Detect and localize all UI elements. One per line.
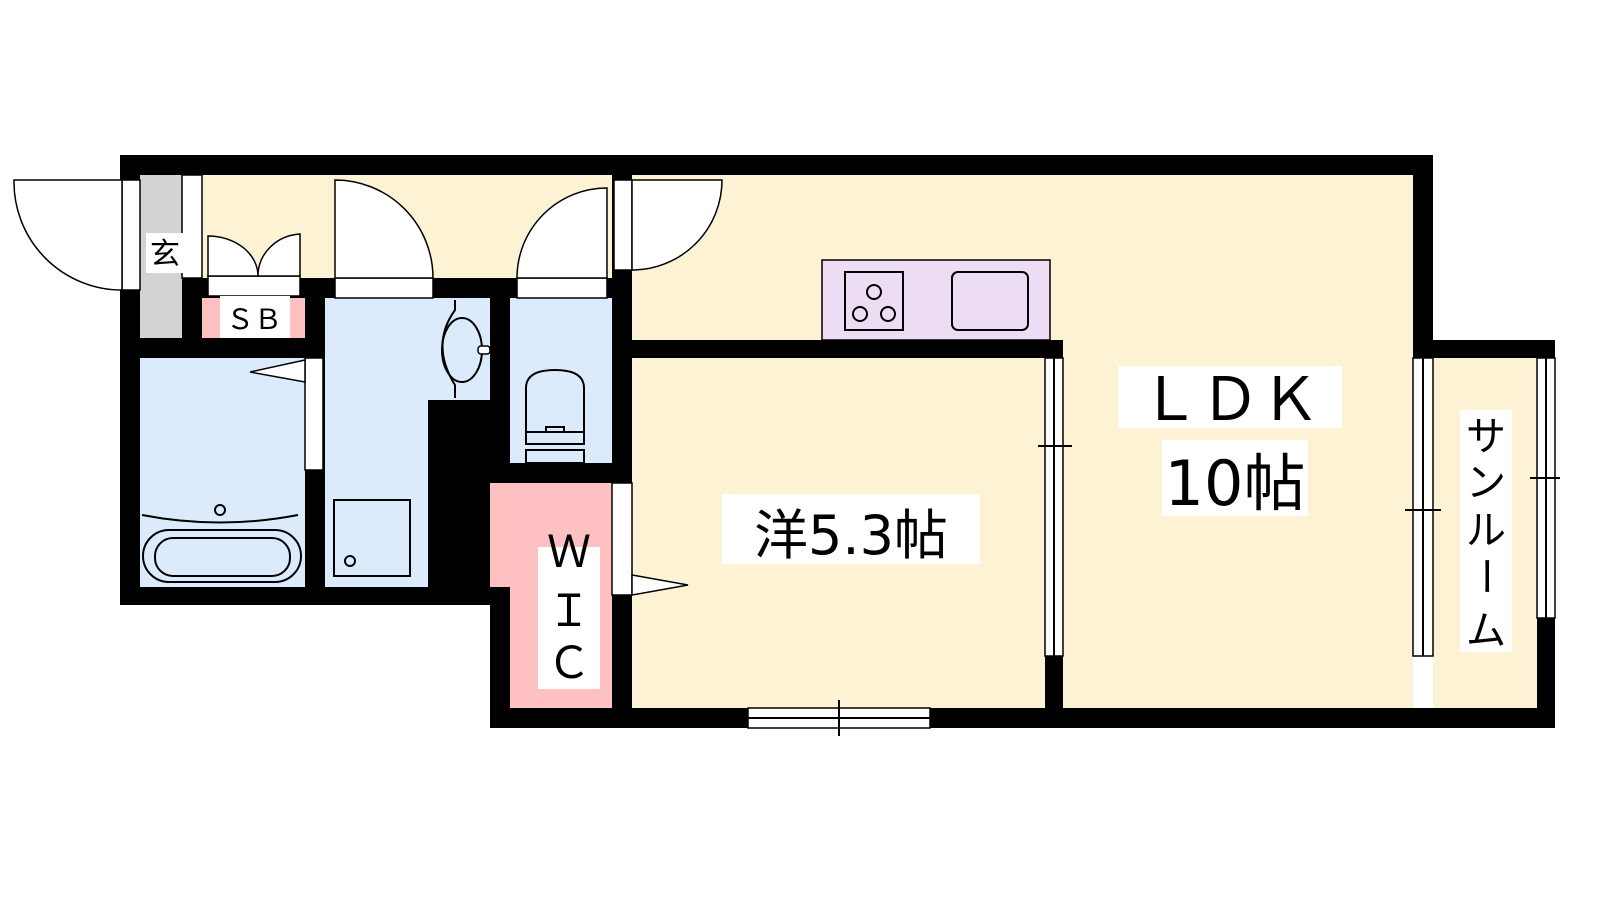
entrance-door-swing[interactable]	[13, 179, 123, 291]
shoe-box-label: ＳＢ	[226, 303, 282, 336]
stove-icon	[844, 271, 904, 331]
shoe-box-door-right[interactable]	[257, 233, 301, 277]
genkan-label: 玄	[150, 237, 180, 272]
toilet-icon	[525, 368, 585, 433]
genkan-step	[181, 174, 203, 279]
washroom-door-frame[interactable]	[334, 277, 434, 299]
entrance-door-frame[interactable]	[121, 179, 141, 291]
bath-door-swing	[249, 359, 306, 383]
washing-machine-pan-icon	[333, 499, 411, 577]
ldk-door-swing[interactable]	[631, 179, 723, 271]
bathroom-floor	[140, 358, 305, 587]
kitchen-sink-icon	[951, 271, 1029, 331]
toilet-door-frame[interactable]	[516, 277, 608, 299]
kitchen-counter	[821, 259, 1051, 341]
wic-label-w: Ｗ	[547, 527, 591, 578]
wic-label-i: Ｉ	[547, 586, 591, 637]
bathtub-icon	[142, 529, 302, 583]
ldk-label: ＬＤＫ	[1140, 365, 1320, 435]
sunroom-label-3: ル	[1466, 508, 1506, 554]
wic-label-c: Ｃ	[547, 638, 591, 689]
western-room-label: 洋5.3帖	[754, 504, 948, 567]
wic-door-opening	[611, 482, 633, 596]
ldk-door-frame[interactable]	[613, 179, 633, 271]
ldk-size-label: 10帖	[1165, 447, 1306, 520]
toilet-door-swing[interactable]	[516, 187, 608, 279]
sunroom-label-2: ン	[1466, 460, 1506, 506]
bathtub-edge	[141, 514, 299, 524]
washroom-door-swing[interactable]	[334, 179, 434, 279]
bathtub-inner	[154, 537, 291, 577]
sunroom-label-1: サ	[1466, 414, 1506, 460]
sunroom-label-4: ー	[1462, 556, 1508, 596]
western-door-swing	[631, 574, 689, 596]
sunroom-label-5: ム	[1466, 608, 1506, 654]
shoe-box-doors[interactable]	[207, 275, 301, 297]
bath-door-opening	[304, 357, 324, 471]
